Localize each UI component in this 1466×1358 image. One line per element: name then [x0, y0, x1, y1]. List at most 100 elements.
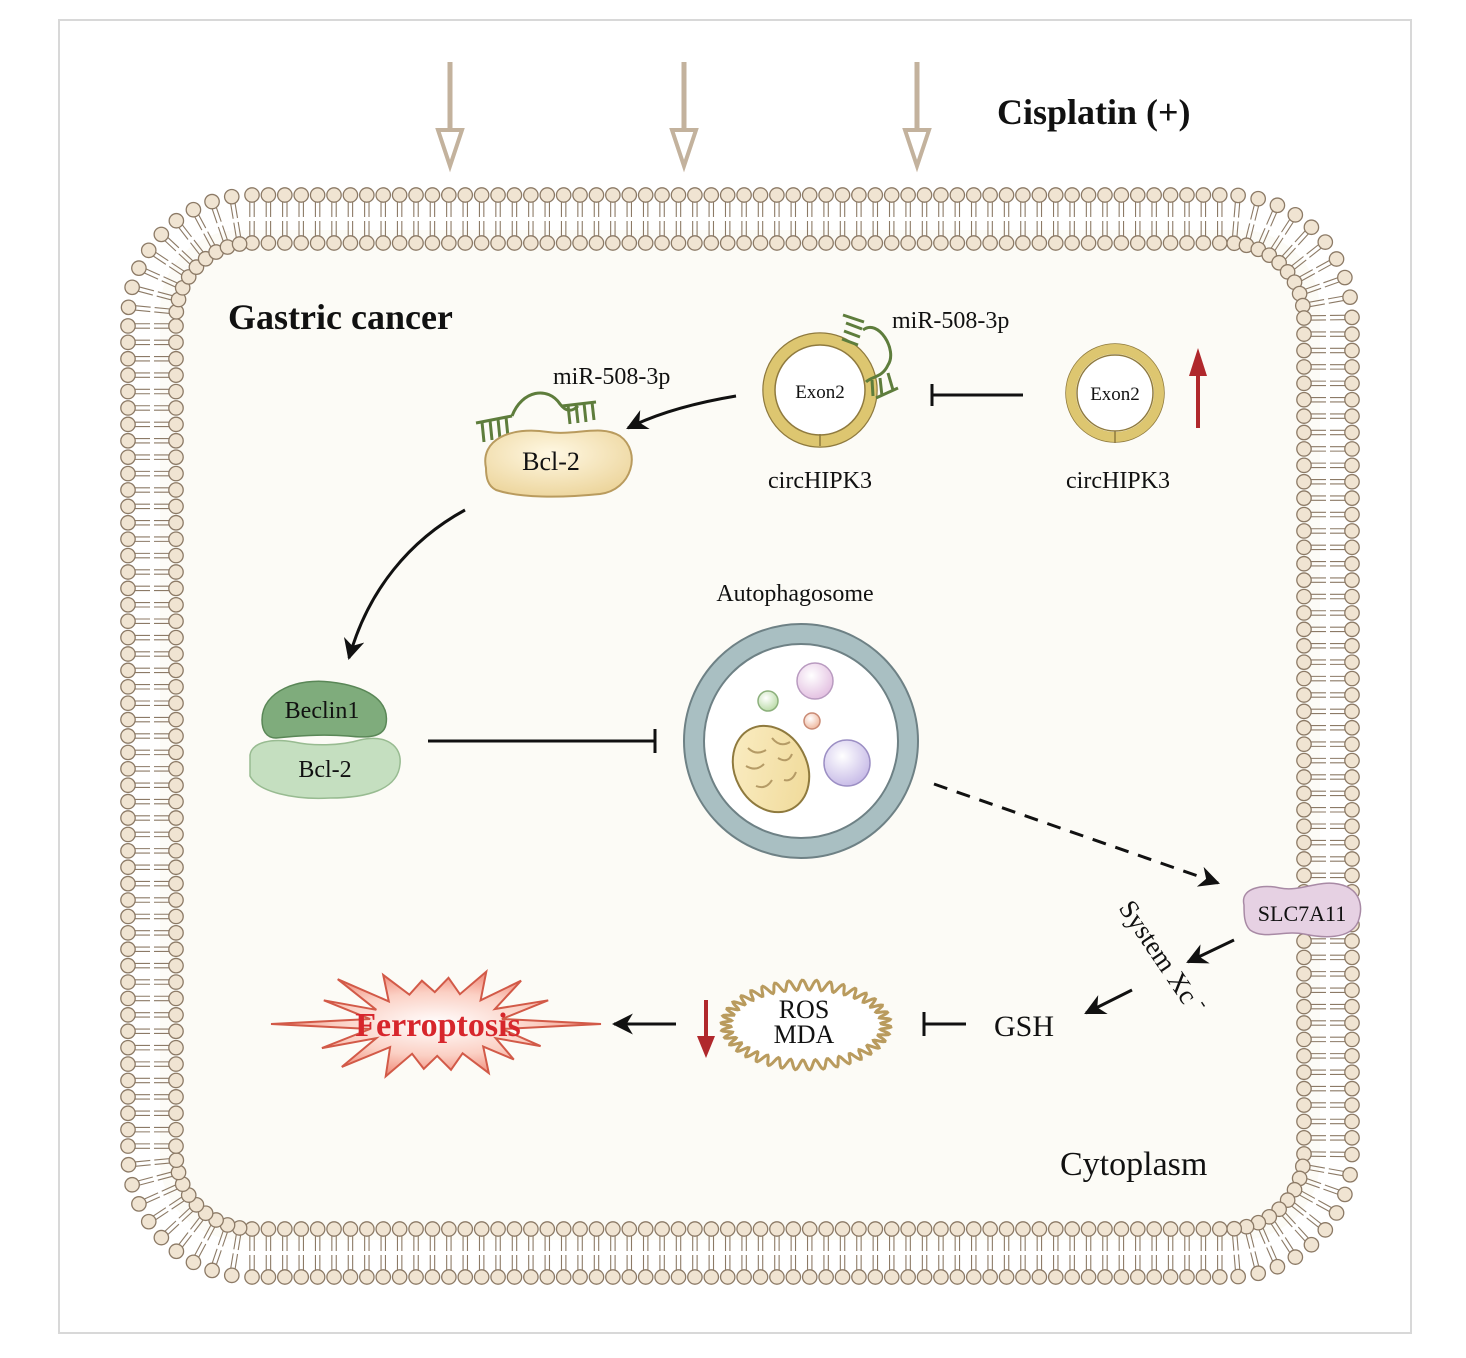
lipid-head — [153, 226, 170, 243]
lipid-head — [168, 1121, 184, 1138]
lipid-head — [168, 826, 184, 843]
lipid-head — [168, 629, 184, 646]
lipid-head — [982, 187, 998, 203]
lipid-head — [752, 187, 769, 203]
lipid-head — [1344, 1047, 1360, 1064]
lipid-head — [1296, 490, 1312, 506]
lipid-head — [1064, 1269, 1081, 1285]
lipid-head — [736, 235, 752, 251]
lipid-head — [120, 777, 136, 794]
lipid-head — [375, 1221, 392, 1237]
lipid-head — [1047, 187, 1064, 203]
lipid-head — [1296, 851, 1312, 867]
lipid-head — [168, 1056, 184, 1072]
lipid-head — [120, 432, 136, 449]
lipid-head — [168, 400, 184, 416]
lipid-head — [851, 1269, 867, 1285]
lipid-head — [1296, 670, 1312, 687]
lipid-head — [719, 1221, 736, 1237]
lipid-head — [424, 1221, 441, 1237]
lipid-head — [168, 842, 184, 859]
lipid-head — [605, 1269, 621, 1285]
lipid-head — [1296, 1130, 1312, 1146]
lipid-head — [1344, 1015, 1360, 1031]
lipid-head — [1344, 637, 1360, 654]
lipid-head — [1129, 187, 1146, 203]
lipid-head — [260, 1269, 277, 1285]
lipid-head — [1113, 187, 1130, 203]
lipid-head — [120, 925, 136, 941]
lipid-head — [1344, 605, 1360, 621]
lipid-head — [1113, 1221, 1130, 1237]
lipid-head — [1344, 1130, 1360, 1146]
lipid-head — [168, 892, 184, 908]
lipid-head — [522, 235, 539, 251]
lipid-head — [120, 810, 136, 826]
lipid-head — [1296, 572, 1312, 589]
lipid-head — [834, 187, 851, 203]
lipid-head — [1344, 1113, 1360, 1130]
lipid-head — [1303, 1236, 1320, 1253]
lipid-head — [424, 235, 441, 251]
lipid-head — [1344, 933, 1360, 949]
lipid-head — [949, 235, 966, 251]
lipid-head — [168, 514, 184, 531]
lipid-head — [1344, 490, 1360, 506]
lipid-head — [260, 235, 277, 251]
lipid-head — [1344, 441, 1360, 457]
lipid-head — [752, 1269, 769, 1285]
lipid-head — [276, 1269, 293, 1285]
lipid-head — [120, 299, 137, 316]
lipid-head — [670, 235, 687, 251]
lipid-head — [703, 187, 720, 203]
lipid-head — [260, 1221, 277, 1237]
lipid-head — [1269, 197, 1286, 214]
lipid-head — [490, 1221, 506, 1237]
lipid-head — [153, 1229, 170, 1246]
lipid-head — [1344, 326, 1360, 342]
lipid-head — [637, 187, 654, 203]
lipid-head — [168, 564, 184, 580]
lipid-head — [1195, 1221, 1212, 1237]
lipid-head — [168, 547, 184, 564]
lipid-head — [309, 1269, 326, 1285]
lipid-head — [867, 1269, 884, 1285]
lipid-head — [785, 1269, 802, 1285]
lipid-head — [1344, 687, 1360, 703]
lipid-head — [539, 235, 556, 251]
lipid-head — [140, 242, 157, 259]
lipid-head — [1344, 473, 1360, 490]
lipid-head — [1296, 506, 1312, 523]
lipid-head — [1317, 234, 1334, 250]
lipid-head — [120, 875, 136, 892]
lipid-head — [1179, 235, 1195, 251]
lipid-head — [120, 826, 136, 843]
lipid-head — [605, 187, 621, 203]
lipid-head — [120, 1121, 136, 1138]
lipid-head — [120, 547, 136, 564]
lipid-head — [1064, 187, 1080, 203]
lipid-head — [185, 1254, 202, 1271]
lipid-head — [900, 187, 916, 203]
lipid-head — [1344, 719, 1360, 736]
lipid-head — [473, 187, 490, 203]
lipid-head — [1344, 654, 1360, 671]
lipid-head — [375, 187, 392, 203]
lipid-head — [1129, 235, 1146, 251]
lipid-head — [168, 875, 184, 892]
lipid-head — [358, 187, 375, 203]
lipid-head — [1328, 1205, 1345, 1221]
lipid-head — [120, 367, 136, 384]
lipid-head — [1230, 1268, 1247, 1285]
lipid-head — [293, 235, 310, 251]
lipid-head — [1296, 375, 1312, 392]
lipid-head — [223, 188, 240, 205]
lipid-head — [769, 1221, 785, 1237]
lipid-head — [1344, 851, 1360, 867]
lipid-head — [539, 1269, 556, 1285]
circhipk3-label-right: circHIPK3 — [1066, 468, 1170, 494]
lipid-head — [1344, 867, 1360, 884]
mda-label: MDA — [774, 1020, 835, 1049]
bcl2-complex-label: Bcl-2 — [298, 757, 351, 783]
mitochondrion-icon — [731, 724, 811, 814]
